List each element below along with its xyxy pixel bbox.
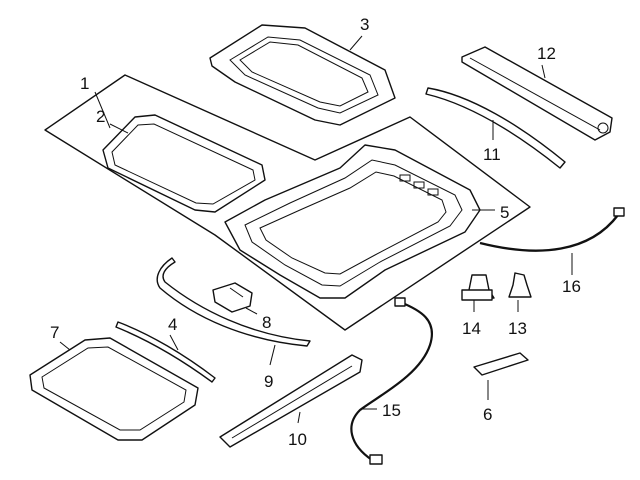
callout-4: 4 [168, 315, 177, 334]
callout-2: 2 [96, 107, 105, 126]
part-5-frame [224, 144, 481, 299]
callout-15: 15 [382, 401, 401, 420]
part-3-shade-frame [209, 24, 396, 126]
callout-14: 14 [462, 319, 481, 338]
callout-13: 13 [508, 319, 527, 338]
leader-lines [59, 35, 573, 424]
part-16-hose [479, 207, 625, 252]
part-6-cover [473, 352, 529, 376]
part-14-grommet [461, 274, 495, 301]
callout-7: 7 [50, 323, 59, 342]
callout-9: 9 [264, 372, 273, 391]
part-12-sunshade [461, 46, 613, 141]
callout-6: 6 [483, 405, 492, 424]
callout-labels: 1 2 3 4 5 6 7 8 9 10 11 12 13 14 15 16 [50, 15, 581, 449]
callout-16: 16 [562, 277, 581, 296]
callout-8: 8 [262, 313, 271, 332]
part-10-trim [219, 354, 363, 448]
part-9-strip [156, 257, 311, 347]
part-8-motor [212, 282, 253, 313]
callout-3: 3 [360, 15, 369, 34]
callout-10: 10 [288, 430, 307, 449]
part-7-seal [29, 337, 199, 441]
callout-12: 12 [537, 44, 556, 63]
callout-1: 1 [80, 74, 89, 93]
part-11-rail [425, 87, 566, 169]
part-15-hose [350, 297, 433, 465]
part-4-weatherstrip [115, 321, 216, 383]
part-2-glass [102, 114, 266, 213]
part-13-clip [508, 272, 532, 298]
callout-11: 11 [483, 145, 501, 164]
callout-5: 5 [500, 203, 509, 222]
